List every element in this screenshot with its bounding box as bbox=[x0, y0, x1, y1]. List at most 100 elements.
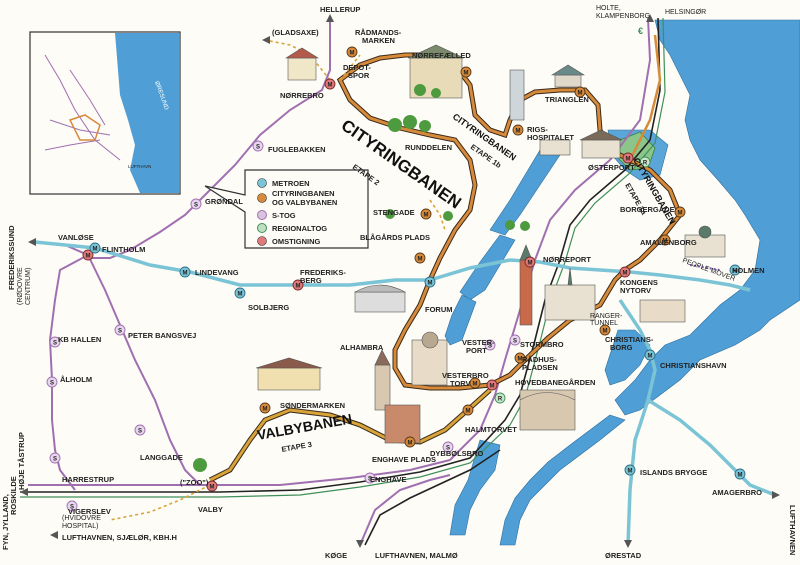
station-letter: M bbox=[623, 270, 628, 276]
station-letter: M bbox=[678, 210, 683, 216]
stog-line-koge bbox=[359, 474, 451, 546]
station-marker bbox=[486, 379, 498, 391]
forum-building bbox=[353, 284, 407, 313]
kongens-building bbox=[639, 299, 686, 323]
label-solbjerg: SOLBJERG bbox=[248, 303, 289, 312]
legend-items: METROEN CITYRINGBANEN OG VALBYBANEN S-TO… bbox=[257, 178, 337, 246]
arrow-fyn bbox=[20, 488, 28, 496]
station-marker bbox=[179, 266, 191, 278]
station-frederiksberg: M bbox=[292, 279, 304, 291]
arrow-lufthavnen bbox=[772, 491, 780, 499]
station-marker bbox=[644, 349, 656, 361]
label-frederiksberg2: BERG bbox=[300, 276, 322, 285]
station-marker bbox=[622, 152, 634, 164]
station-marker bbox=[114, 324, 126, 336]
label-hovedbanegarden: HOVEDBANEGÅRDEN bbox=[515, 378, 595, 387]
station-marker bbox=[619, 266, 631, 278]
station-norrebro: M bbox=[324, 78, 336, 90]
station-marker bbox=[66, 500, 78, 512]
edge-lufthavnen-malmo: LUFTHAVNEN, MALMØ bbox=[375, 551, 458, 560]
inner-harbour bbox=[499, 414, 626, 546]
label-alholm: ÅLHOLM bbox=[60, 375, 92, 384]
interchange-icon bbox=[257, 236, 267, 246]
station-marker bbox=[206, 480, 218, 492]
edge-hellerup: HELLERUP bbox=[320, 5, 360, 14]
inset-lines bbox=[44, 54, 121, 161]
hovedbanegaarden-building bbox=[519, 389, 576, 431]
station-harrestrup: S bbox=[49, 452, 61, 464]
inset-ring bbox=[68, 114, 101, 141]
station-marker bbox=[49, 336, 61, 348]
label-stormbro: STORMBRO bbox=[520, 340, 564, 349]
legend-box bbox=[204, 169, 369, 249]
station-radhus: M bbox=[514, 352, 526, 364]
station-marker bbox=[324, 78, 336, 90]
cityring-icon bbox=[257, 193, 267, 203]
label-enghave-plads: ENGHAVE PLADS bbox=[372, 455, 436, 464]
alhambra-church bbox=[374, 349, 391, 411]
vesterbro-church bbox=[411, 331, 448, 386]
sondermarken-building bbox=[255, 357, 323, 391]
station-valby: M bbox=[206, 480, 218, 492]
station-marker bbox=[414, 252, 426, 264]
station-norrefaelled: M bbox=[460, 66, 472, 78]
station-letter: M bbox=[578, 90, 583, 96]
station-letter: M bbox=[473, 381, 478, 387]
station-marker bbox=[674, 206, 686, 218]
edge-arrows bbox=[20, 14, 780, 548]
station-grondal: S bbox=[190, 198, 202, 210]
label-kongens: KONGENS bbox=[620, 278, 658, 287]
station-letter: M bbox=[738, 472, 743, 478]
valby-line bbox=[208, 388, 492, 483]
station-marker bbox=[420, 208, 432, 220]
label-norrebro: NØRREBRO bbox=[280, 91, 324, 100]
label-lindevang: LINDEVANG bbox=[195, 268, 239, 277]
station-letter: M bbox=[733, 268, 738, 274]
label-radhus2: PLADSEN bbox=[522, 363, 558, 372]
station-forum: M bbox=[424, 276, 436, 288]
trianglen-pavilion bbox=[550, 64, 586, 88]
station-marker bbox=[89, 242, 101, 254]
station-marker bbox=[259, 402, 271, 414]
legend-label-metro: METROEN bbox=[272, 179, 310, 188]
station-letter: S bbox=[194, 202, 198, 208]
label-forum: FORUM bbox=[425, 305, 453, 314]
label-rigshospitalet2: HOSPITALET bbox=[527, 133, 574, 142]
station-marker bbox=[134, 424, 146, 436]
station-amalienborg: M bbox=[659, 234, 671, 246]
metro-line-south bbox=[618, 299, 657, 546]
rigshospitalet-building bbox=[539, 139, 571, 156]
regional-icon bbox=[257, 223, 267, 233]
depot-dotted bbox=[339, 54, 361, 81]
station-vesterport: S bbox=[484, 339, 496, 351]
station-letter: M bbox=[628, 468, 633, 474]
station-marker bbox=[734, 468, 746, 480]
edge-orestad: ØRESTAD bbox=[605, 551, 642, 560]
station-marker bbox=[494, 392, 506, 404]
legend-label-cityring: CITYRINGBANEN bbox=[272, 189, 335, 198]
edge-frederikssund: FREDERIKSSUND bbox=[7, 225, 16, 290]
sluseholmen-water bbox=[449, 439, 501, 536]
arrow-koge bbox=[356, 540, 364, 548]
label-rigshospitalet: RIGS- bbox=[527, 125, 548, 134]
station-letter: M bbox=[424, 212, 429, 218]
nordhavn-dotted bbox=[429, 199, 446, 231]
station-marker bbox=[639, 156, 651, 168]
station-marker bbox=[462, 404, 474, 416]
station-fuglebakken: S bbox=[252, 140, 264, 152]
edge-klampenborg: KLAMPENBORG bbox=[596, 13, 650, 20]
edge-lufthavnen: LUFTHAVNEN bbox=[788, 505, 797, 555]
green-mark: € bbox=[638, 26, 643, 36]
station-trianglen: M bbox=[574, 86, 586, 98]
label-radmandsmarken2: MARKEN bbox=[362, 36, 395, 45]
legend-label-omstigning: OMSTIGNING bbox=[272, 237, 320, 246]
station-vigerslev: S bbox=[66, 500, 78, 512]
station-marker bbox=[364, 472, 376, 484]
lakes-3 bbox=[444, 294, 477, 346]
christianshavn-canal bbox=[604, 329, 651, 386]
station-letter: M bbox=[466, 408, 471, 414]
station-amagerbro: M bbox=[734, 468, 746, 480]
cityring-fill bbox=[338, 53, 682, 390]
label-islands-brygge: ISLANDS BRYGGE bbox=[640, 468, 707, 477]
